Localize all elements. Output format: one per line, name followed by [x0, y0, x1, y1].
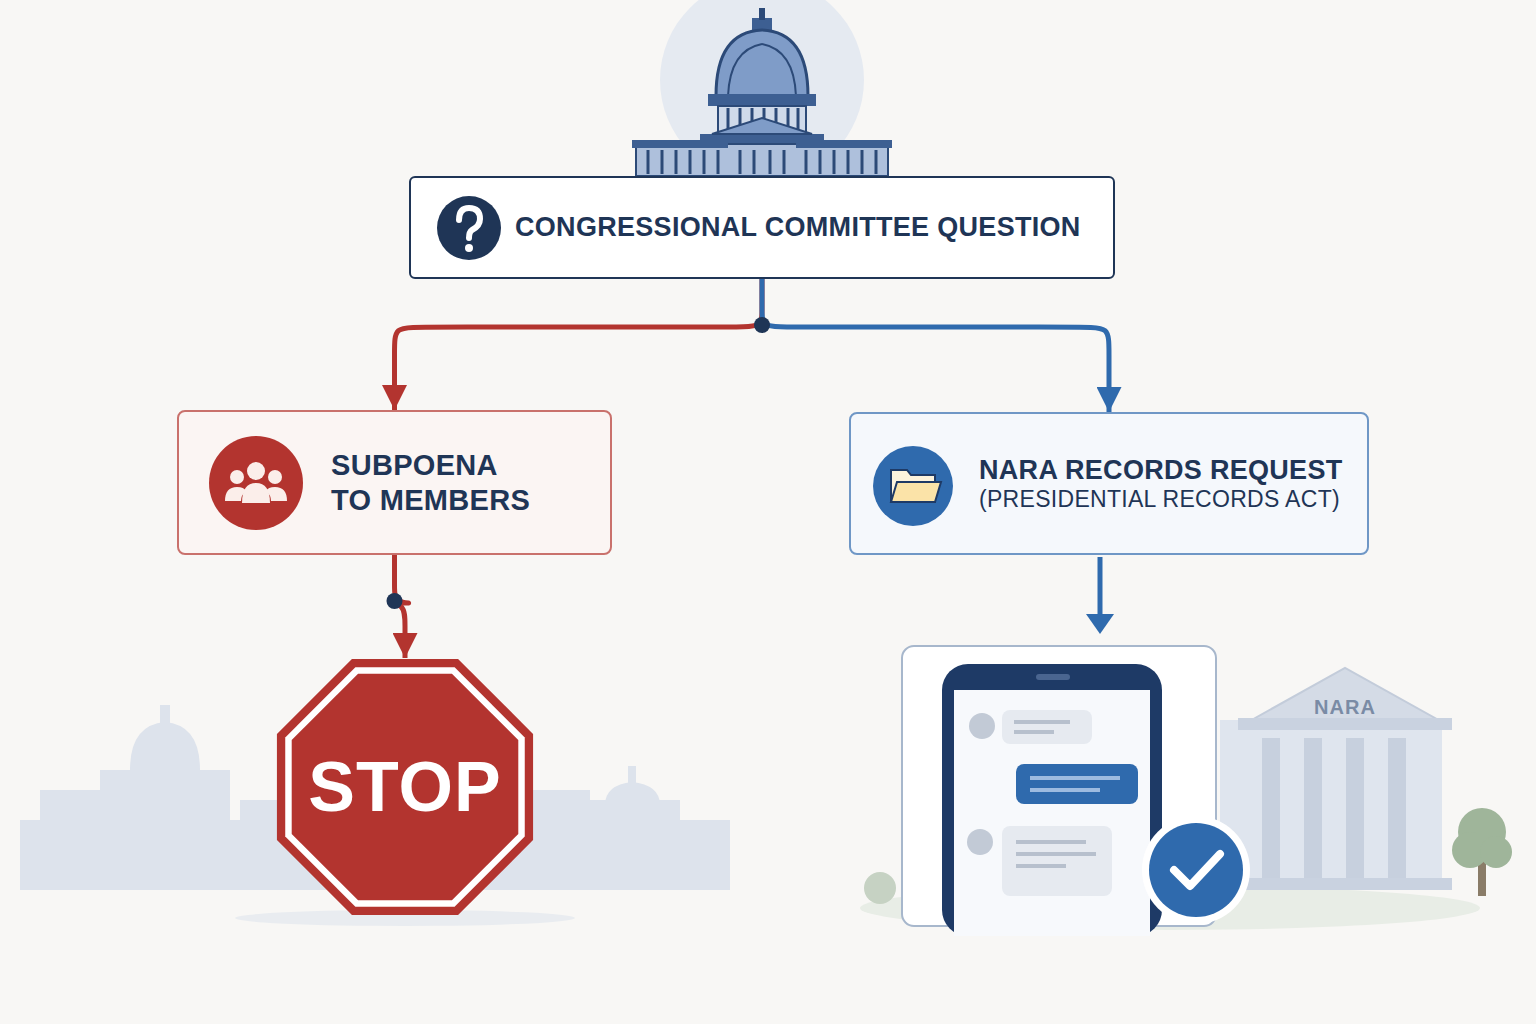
junction-dot	[754, 317, 770, 333]
box-title: NARA RECORDS REQUEST	[979, 454, 1345, 486]
box-title: SUBPOENA TO MEMBERS	[331, 448, 536, 518]
result-arrow	[1086, 557, 1114, 634]
folder-icon	[863, 436, 963, 536]
junction-dot	[387, 593, 403, 609]
q-icon	[419, 178, 519, 278]
stop-sign: STOP	[276, 658, 534, 916]
sign-text: STOP	[308, 745, 501, 829]
people-icon	[206, 433, 306, 533]
flow-connector	[395, 279, 763, 410]
subpoena-box: SUBPOENA TO MEMBERS	[177, 410, 612, 555]
nara-illustration	[860, 646, 1512, 936]
box-subtitle: (PRESIDENTIAL RECORDS ACT)	[979, 486, 1345, 514]
box-title: CONGRESSIONAL COMMITTEE QUESTION	[515, 211, 1083, 243]
records-request-box: NARA RECORDS REQUEST(PRESIDENTIAL RECORD…	[849, 412, 1369, 555]
building-label: NARA	[1314, 696, 1376, 719]
question-box: CONGRESSIONAL COMMITTEE QUESTION	[409, 176, 1115, 279]
flow-connector	[762, 279, 1109, 412]
capitol-icon	[632, 0, 892, 182]
